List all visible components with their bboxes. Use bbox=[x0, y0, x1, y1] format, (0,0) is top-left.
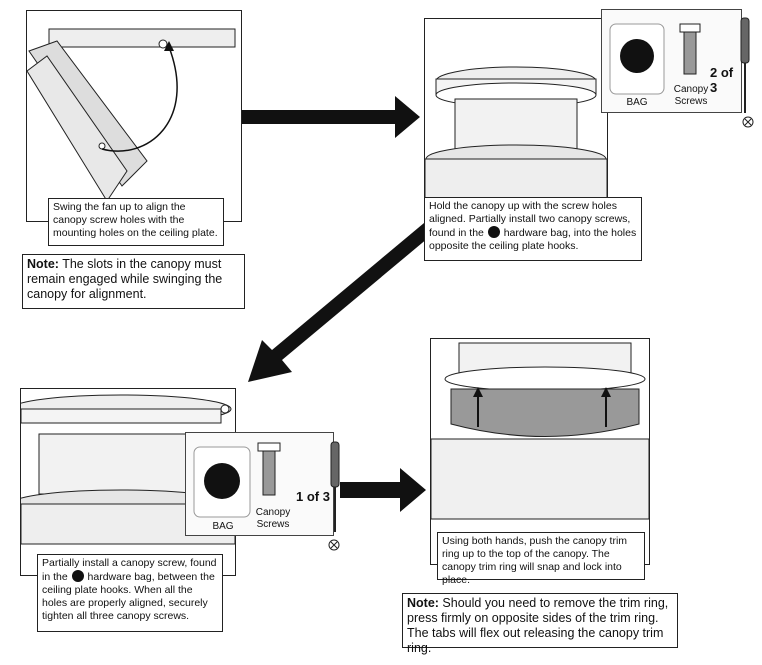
step1-illustration bbox=[26, 10, 242, 222]
bag-dot-icon bbox=[204, 463, 240, 499]
step2-illustration bbox=[424, 18, 608, 213]
step3-bag-label: BAG bbox=[212, 521, 234, 532]
step3-count: 1 of 3 bbox=[296, 489, 330, 504]
step2-caption: Hold the canopy up with the screw holes … bbox=[424, 197, 642, 261]
note2-text: Should you need to remove the trim ring,… bbox=[407, 596, 669, 655]
note1-text: The slots in the canopy must remain enga… bbox=[27, 257, 223, 301]
arrow-right-1 bbox=[240, 96, 420, 138]
step4-caption: Using both hands, push the canopy trim r… bbox=[437, 532, 645, 586]
step1-caption: Swing the fan up to align the canopy scr… bbox=[48, 198, 224, 246]
step2-hardware-inset: BAG Canopy Screws 2 of 3 bbox=[601, 9, 742, 113]
step2-caption-before: Hold the canopy up with the screw holes … bbox=[429, 200, 631, 239]
step1-caption-text: Swing the fan up to align the canopy scr… bbox=[53, 201, 218, 239]
trim-ring-drawing bbox=[431, 342, 649, 520]
step3-caption-before: Partially install a canopy screw, found … bbox=[42, 557, 217, 583]
note2: Note: Should you need to remove the trim… bbox=[402, 593, 678, 655]
bag-dot-icon bbox=[71, 570, 84, 582]
step2-screws-label: Canopy Screws bbox=[673, 84, 709, 107]
canopy-screw-drawing bbox=[21, 394, 235, 545]
step3-screws-label: Canopy Screws bbox=[255, 507, 291, 530]
step2-hardware-drawing bbox=[609, 23, 701, 95]
note1-label: Note: bbox=[27, 257, 59, 271]
step2-caption-after: hardware bag, into the holes opposite th… bbox=[429, 227, 637, 252]
fan-swing-drawing bbox=[27, 28, 236, 202]
step3-caption-after: hardware bag, between the ceiling plate … bbox=[42, 571, 215, 622]
bag-dot-icon bbox=[487, 226, 500, 238]
step2-bag-label: BAG bbox=[626, 97, 648, 108]
bag-dot-icon bbox=[620, 39, 654, 73]
note1: Note: The slots in the canopy must remai… bbox=[22, 254, 245, 309]
canopy-hold-drawing bbox=[425, 66, 607, 200]
note2-label: Note: bbox=[407, 596, 439, 610]
arrow-diagonal bbox=[248, 218, 440, 382]
step4-illustration bbox=[430, 338, 650, 565]
step4-caption-text: Using both hands, push the canopy trim r… bbox=[442, 535, 628, 586]
step3-hardware-drawing bbox=[193, 442, 281, 518]
arrow-right-2 bbox=[340, 468, 426, 512]
step3-caption: Partially install a canopy screw, found … bbox=[37, 554, 223, 632]
step2-count: 2 of 3 bbox=[710, 65, 734, 95]
